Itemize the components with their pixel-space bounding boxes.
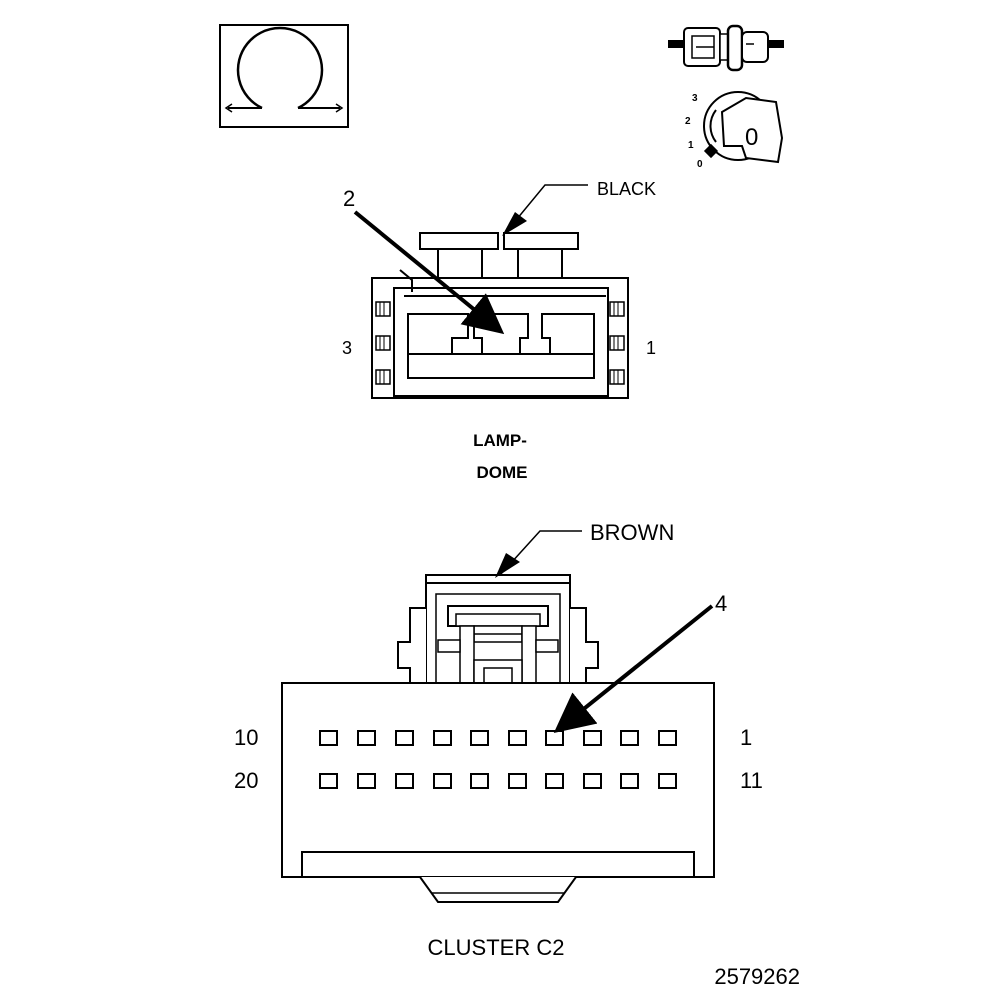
connector-name-line1: LAMP- [473, 431, 527, 450]
callout-number-4: 4 [715, 591, 727, 616]
brown-arrowhead [495, 553, 520, 578]
callout-arrow-2 [353, 210, 505, 335]
brown-leader-line [499, 530, 582, 576]
ignition-key-icon: 3 2 1 0 0 [685, 91, 784, 170]
black-arrowhead [502, 212, 527, 236]
pin-label-1-cluster: 1 [740, 725, 752, 750]
omega-ohm-symbol-icon [219, 24, 349, 128]
connector-name-cluster-c2: CLUSTER C2 [428, 935, 565, 960]
pin-row-2 [319, 773, 677, 789]
ignition-position-2: 2 [685, 116, 691, 127]
pin-label-3: 3 [342, 338, 352, 358]
cluster-c2-connector [281, 574, 715, 903]
pin-row-1 [319, 730, 677, 746]
pin-label-11: 11 [740, 768, 763, 793]
ignition-position-0: 0 [697, 159, 703, 170]
pin-label-10: 10 [234, 725, 258, 750]
connector-disconnect-icon [668, 24, 784, 72]
figure-number: 2579262 [714, 964, 800, 989]
callout-arrow-4 [553, 604, 714, 734]
ignition-position-1: 1 [688, 140, 694, 151]
wire-color-black: BLACK [597, 179, 656, 199]
ignition-position-3: 3 [692, 93, 698, 104]
wire-color-brown: BROWN [590, 520, 674, 545]
ignition-key-label: 0 [745, 124, 758, 151]
connector-name-line2: DOME [477, 463, 528, 482]
pin-label-20: 20 [234, 768, 258, 793]
callout-number-2: 2 [343, 186, 355, 211]
pin-label-1: 1 [646, 338, 656, 358]
